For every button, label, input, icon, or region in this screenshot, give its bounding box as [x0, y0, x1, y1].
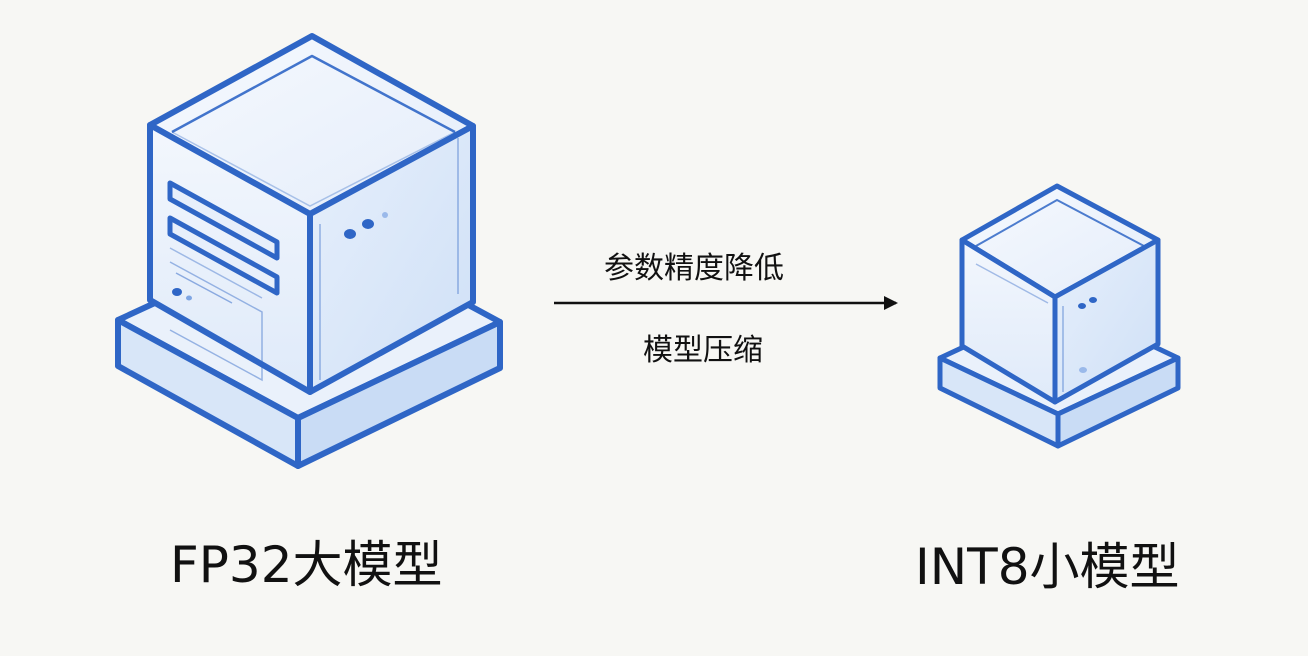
- large-indicator-lights: [172, 212, 388, 301]
- small-model-label: INT8小模型: [915, 538, 1180, 596]
- small-indicator-lights: [1078, 297, 1097, 373]
- server-cube-icon-small: [937, 183, 1181, 449]
- server-cube-icon-large: [115, 33, 503, 469]
- large-drive-bays: [167, 180, 280, 382]
- large-model-label: FP32大模型: [170, 536, 443, 594]
- small-cube-body: [959, 183, 1161, 405]
- arrow-label-bottom: 模型压缩: [643, 333, 763, 368]
- arrow-label-top: 参数精度降低: [604, 251, 784, 286]
